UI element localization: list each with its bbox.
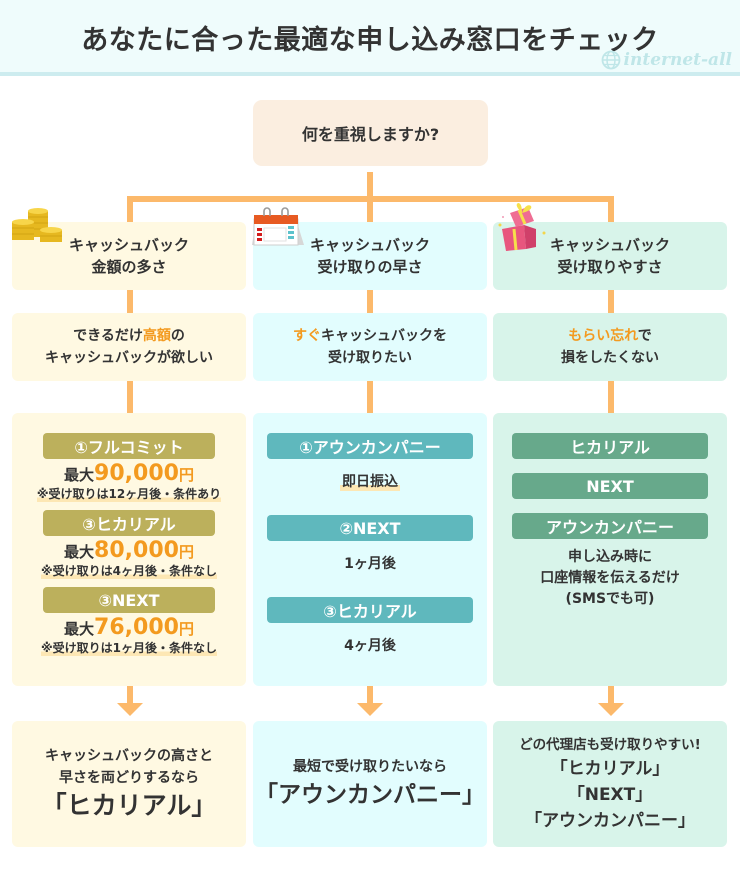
want-box-amount: できるだけ高額の キャッシュバックが欲しい	[12, 313, 246, 381]
result-line1: 最短で受け取りたいなら	[293, 759, 447, 775]
want-highlight: もらい忘れ	[568, 328, 638, 344]
provider-pill-hikarial: ③ヒカリアル	[43, 510, 215, 536]
connector-drop-3	[608, 196, 614, 224]
amount-value: 76,000	[94, 615, 179, 640]
provider-timing: 4ヶ月後	[344, 638, 396, 654]
arrow-shaft-3	[608, 686, 614, 704]
category-box-amount: キャッシュバック 金額の多さ	[12, 222, 246, 290]
want-box-ease: もらい忘れで 損をしたくない	[493, 313, 727, 381]
want-highlight: 高額	[142, 328, 171, 344]
amount-unit: 円	[178, 620, 194, 638]
category-title-line2: 受け取りの早さ	[317, 258, 423, 276]
watermark: internet-all	[601, 50, 732, 70]
provider-timing: 1ヶ月後	[344, 556, 396, 572]
result-recommendation: 「アウンカンパニー」	[255, 782, 485, 808]
question-text: 何を重視しますか?	[301, 125, 440, 144]
connector-cat-want-2	[367, 290, 373, 314]
provider-pill-next: NEXT	[512, 473, 708, 499]
amount-prefix: 最大	[64, 466, 95, 484]
connector-want-prov-3	[608, 380, 614, 414]
category-title-line1: キャッシュバック	[309, 236, 430, 254]
category-title-line1: キャッシュバック	[68, 236, 189, 254]
providers-box-amount: ①フルコミット 最大90,000円 ※受け取りは12ヶ月後・条件あり ③ヒカリア…	[12, 413, 246, 686]
result-recommendation: 「アウンカンパニー」	[525, 811, 695, 831]
arrow-shaft-1	[127, 686, 133, 704]
amount-value: 90,000	[94, 461, 179, 486]
result-box-amount: キャッシュバックの高さと 早さを両どりするなら 「ヒカリアル」	[12, 721, 246, 847]
category-title-line2: 受け取りやすさ	[557, 258, 663, 276]
connector-want-prov-1	[127, 380, 133, 414]
provider-pill-hikarial: ③ヒカリアル	[267, 597, 473, 623]
providers-box-speed: ①アウンカンパニー 即日振込 ②NEXT 1ヶ月後 ③ヒカリアル 4ヶ月後	[253, 413, 487, 686]
connector-want-prov-2	[367, 380, 373, 414]
coins-icon	[12, 208, 62, 242]
description-line2: 口座情報を伝えるだけ	[540, 570, 680, 586]
want-line1: すぐキャッシュバックを	[293, 325, 447, 347]
page-title: あなたに合った最適な申し込み窓口をチェック	[81, 25, 659, 56]
amount-value: 80,000	[94, 538, 179, 563]
want-line2: 損をしたくない	[561, 350, 659, 366]
connector-drop-1	[127, 196, 133, 224]
connector-cat-want-3	[608, 290, 614, 314]
result-recommendation: 「NEXT」	[567, 785, 653, 805]
want-line1: もらい忘れで	[568, 325, 652, 347]
provider-pill-fullcommit: ①フルコミット	[43, 433, 215, 459]
want-line2: 受け取りたい	[328, 350, 412, 366]
providers-box-ease: ヒカリアル NEXT アウンカンパニー 申し込み時に 口座情報を伝えるだけ (S…	[493, 413, 727, 686]
provider-amount: 最大90,000円	[64, 463, 194, 486]
question-box: 何を重視しますか?	[253, 100, 488, 166]
result-recommendation: 「ヒカリアル」	[41, 791, 217, 820]
category-title-line2: 金額の多さ	[91, 258, 167, 276]
arrow-down-icon	[357, 703, 383, 716]
result-line2: 早さを両どりするなら	[59, 770, 199, 786]
want-text: できるだけ	[73, 328, 143, 344]
watermark-text: internet-all	[623, 50, 732, 70]
result-box-speed: 最短で受け取りたいなら 「アウンカンパニー」	[253, 721, 487, 847]
connector-drop-2	[367, 196, 373, 224]
want-line1: できるだけ高額の	[73, 325, 185, 347]
result-recommendation: 「ヒカリアル」	[550, 759, 670, 779]
want-highlight: すぐ	[293, 328, 321, 344]
description-line1: 申し込み時に	[568, 549, 652, 565]
arrow-down-icon	[117, 703, 143, 716]
amount-unit: 円	[178, 543, 194, 561]
calendar-icon	[252, 207, 304, 246]
provider-pill-auncompany: アウンカンパニー	[512, 513, 708, 539]
result-box-ease: どの代理店も受け取りやすい! 「ヒカリアル」 「NEXT」 「アウンカンパニー」	[493, 721, 727, 847]
provider-amount: 最大80,000円	[64, 540, 194, 563]
amount-prefix: 最大	[64, 543, 95, 561]
amount-prefix: 最大	[64, 620, 95, 638]
result-line1: どの代理店も受け取りやすい!	[519, 737, 701, 753]
connector-stem	[367, 172, 373, 198]
gift-box-icon	[498, 203, 546, 251]
provider-pill-next: ②NEXT	[267, 515, 473, 541]
category-title-line1: キャッシュバック	[549, 236, 670, 254]
want-text: で	[637, 328, 652, 344]
provider-note: ※受け取りは4ヶ月後・条件なし	[40, 563, 218, 579]
amount-unit: 円	[178, 466, 194, 484]
provider-note: ※受け取りは1ヶ月後・条件なし	[40, 640, 218, 656]
provider-pill-auncompany: ①アウンカンパニー	[267, 433, 473, 459]
provider-note: ※受け取りは12ヶ月後・条件あり	[36, 486, 222, 502]
want-box-speed: すぐキャッシュバックを 受け取りたい	[253, 313, 487, 381]
want-text: キャッシュバックを	[321, 328, 447, 344]
provider-amount: 最大76,000円	[64, 617, 194, 640]
provider-timing: 即日振込	[340, 471, 400, 491]
globe-icon	[601, 50, 620, 70]
arrow-shaft-2	[367, 686, 373, 704]
want-text: の	[170, 328, 185, 344]
result-line1: キャッシュバックの高さと	[45, 748, 213, 764]
want-line2: キャッシュバックが欲しい	[45, 350, 213, 366]
arrow-down-icon	[598, 703, 624, 716]
provider-pill-next: ③NEXT	[43, 587, 215, 613]
header-banner: あなたに合った最適な申し込み窓口をチェック internet-all	[0, 0, 740, 76]
description-line3: (SMSでも可)	[565, 591, 655, 607]
connector-cat-want-1	[127, 290, 133, 314]
provider-pill-hikarial: ヒカリアル	[512, 433, 708, 459]
